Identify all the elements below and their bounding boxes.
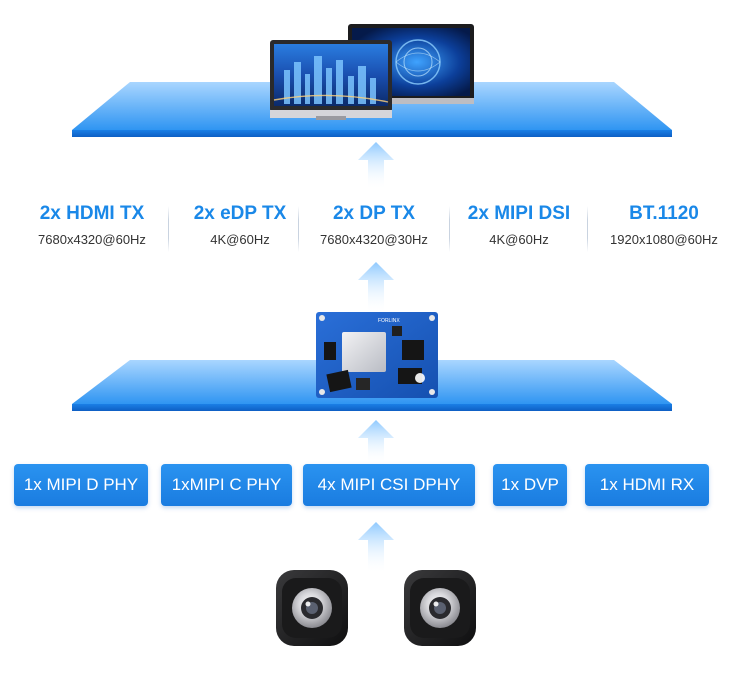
divider bbox=[449, 206, 450, 252]
output-title: 2x eDP TX bbox=[193, 203, 287, 224]
board-brand: FORLINX bbox=[378, 318, 400, 324]
output-spec: 4K@60Hz bbox=[489, 232, 549, 247]
divider bbox=[168, 206, 169, 252]
input-mipi-csi-dphy: 4x MIPI CSI DPHY bbox=[303, 464, 475, 506]
output-spec: 7680x4320@60Hz bbox=[38, 232, 146, 247]
input-dvp: 1x DVP bbox=[493, 464, 567, 506]
output-title: 2x MIPI DSI bbox=[467, 203, 571, 224]
arrow-up-icon bbox=[358, 420, 394, 469]
divider bbox=[587, 206, 588, 252]
camera-icon bbox=[274, 568, 350, 657]
output-title: BT.1120 bbox=[629, 203, 699, 224]
output-hdmi-tx: 2x HDMI TX 7680x4320@60Hz bbox=[12, 202, 172, 248]
system-on-module-board: FORLINX bbox=[316, 312, 438, 403]
output-title: 2x DP TX bbox=[332, 203, 416, 224]
output-mipi-dsi: 2x MIPI DSI 4K@60Hz bbox=[450, 202, 588, 248]
divider bbox=[298, 206, 299, 252]
arrow-up-icon bbox=[358, 142, 394, 195]
input-mipi-d-phy: 1x MIPI D PHY bbox=[14, 464, 148, 506]
output-bt1120: BT.1120 1920x1080@60Hz bbox=[590, 202, 738, 248]
monitor-front bbox=[270, 40, 392, 125]
input-hdmi-rx: 1x HDMI RX bbox=[585, 464, 709, 506]
output-spec: 7680x4320@30Hz bbox=[320, 232, 428, 247]
output-dp-tx: 2x DP TX 7680x4320@30Hz bbox=[298, 202, 450, 248]
input-mipi-c-phy: 1xMIPI C PHY bbox=[161, 464, 292, 506]
arrow-up-icon bbox=[358, 262, 394, 319]
camera-icon bbox=[402, 568, 478, 657]
output-edp-tx: 2x eDP TX 4K@60Hz bbox=[170, 202, 310, 248]
arrow-up-icon bbox=[358, 522, 394, 579]
output-title: 2x HDMI TX bbox=[39, 203, 145, 224]
output-spec: 4K@60Hz bbox=[210, 232, 270, 247]
output-spec: 1920x1080@60Hz bbox=[610, 232, 718, 247]
